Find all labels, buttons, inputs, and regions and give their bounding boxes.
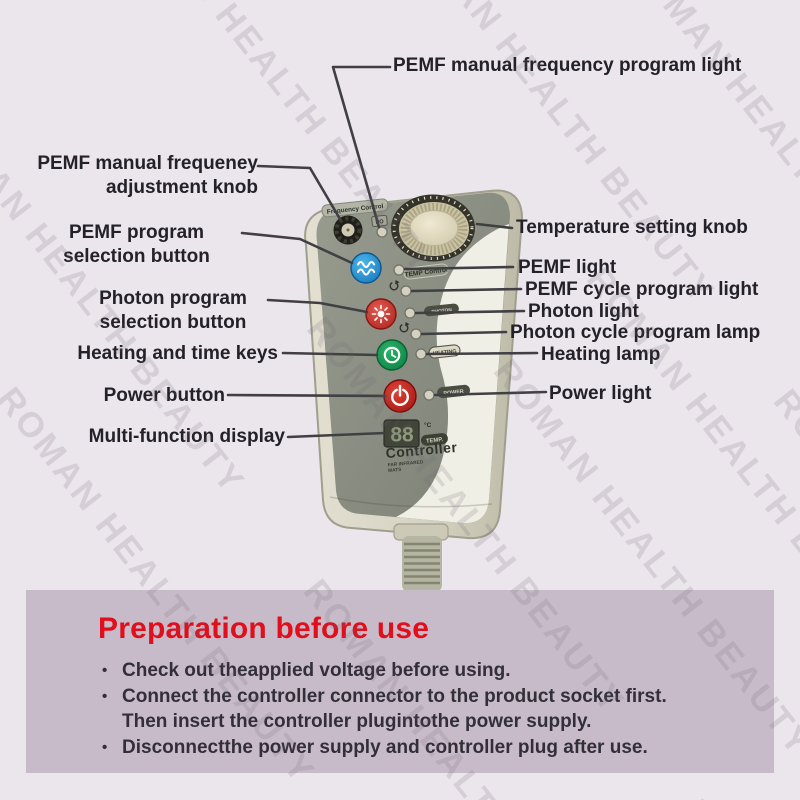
line-heating-lamp <box>425 351 539 356</box>
line-freq-knob <box>256 164 342 221</box>
svg-text:TEMP.: TEMP. <box>426 437 444 445</box>
callout-pemf-program-button: PEMF program selection button <box>63 222 210 267</box>
svg-text:°C: °C <box>424 421 432 429</box>
callout-heating-time-keys: Heating and time keys <box>77 343 278 364</box>
frequency-adjustment-knob[interactable] <box>333 215 363 245</box>
instruction-item: • Check out theapplied voltage before us… <box>98 658 774 684</box>
pemf-program-button[interactable] <box>350 252 382 284</box>
line-top-program-light <box>331 65 392 229</box>
instruction-text: Connect the controller connector to the … <box>122 685 667 707</box>
line-display <box>286 431 387 439</box>
cycle-icon <box>389 280 400 291</box>
bullet-dot: • <box>102 687 108 705</box>
power-button[interactable] <box>383 379 417 413</box>
svg-text:POWER: POWER <box>443 389 464 397</box>
cycle-icon <box>399 322 410 333</box>
callout-photon-program-button: Photon program selection button <box>99 288 247 333</box>
instruction-text: Then insert the controller plugintothe p… <box>122 711 592 732</box>
svg-text:Controller: Controller <box>385 439 458 461</box>
instruction-item: Then insert the controller plugintothe p… <box>98 709 774 735</box>
photon-program-button[interactable] <box>365 298 397 330</box>
callout-lines <box>226 65 548 439</box>
heating-lamp <box>415 348 427 360</box>
callout-photon-light: Photon light <box>528 301 639 322</box>
line-pemf-cycle-light <box>410 287 523 293</box>
instructions-title: Preparation before use <box>98 612 430 645</box>
line-temp-knob <box>475 222 514 230</box>
brand-text: Controller FAR INFRARED MATS <box>385 439 458 474</box>
bullet-dot <box>98 709 122 735</box>
callout-power-button: Power button <box>103 385 225 406</box>
bullet-dot: • <box>102 662 108 679</box>
callout-freq-adjustment-knob: PEMF manual frequeney adjustment knob <box>37 153 258 198</box>
photon-cycle-program-lamp <box>410 328 422 340</box>
temp-pill: TEMP. <box>420 433 448 446</box>
body-seam <box>329 496 493 508</box>
callout-pemf-cycle-light: PEMF cycle program light <box>525 279 759 300</box>
instruction-text: Check out theapplied voltage before usin… <box>122 660 511 681</box>
power-light <box>423 389 435 401</box>
temperature-setting-knob[interactable] <box>391 194 475 262</box>
pemf-manual-program-light <box>376 226 388 238</box>
svg-text:MATS: MATS <box>388 467 403 474</box>
line-power-button <box>226 393 387 398</box>
line-photon-button <box>266 298 369 314</box>
face-light-area <box>396 224 509 524</box>
callout-photon-cycle-lamp: Photon cycle program lamp <box>510 322 761 343</box>
callout-temperature-knob: Temperature setting knob <box>516 217 748 238</box>
bullet-dot: • <box>102 738 108 756</box>
line-pemf-light <box>403 265 515 271</box>
instructions-list: • Check out theapplied voltage before us… <box>98 658 774 760</box>
instruction-item: • Connect the controller connector to th… <box>98 684 774 710</box>
pemf-cycle-program-light <box>400 285 412 297</box>
line-heating-button <box>281 351 379 357</box>
svg-text:PO: PO <box>375 219 384 226</box>
controller-diagram: Frequency Control PO TEMP Control <box>226 65 548 592</box>
instruction-text: Disconnectthe power supply and controlle… <box>122 736 648 758</box>
controller-cable <box>393 523 449 592</box>
svg-text:88: 88 <box>390 424 414 447</box>
callout-heating-lamp: Heating lamp <box>541 344 661 365</box>
callout-pemf-light: PEMF light <box>518 257 617 278</box>
photon-light <box>404 307 416 319</box>
callout-multi-function-display: Multi-function display <box>88 426 285 447</box>
callout-top-label: PEMF manual frequency program light <box>393 55 742 76</box>
svg-text:FAR INFRARED: FAR INFRARED <box>387 459 424 468</box>
instruction-item: • Disconnectthe power supply and control… <box>98 735 774 761</box>
heating-time-button[interactable] <box>376 339 408 371</box>
pemf-light <box>393 264 405 276</box>
line-photon-light <box>414 309 526 315</box>
line-power-light <box>433 390 548 397</box>
line-pemf-button <box>240 231 354 265</box>
multi-function-display: 88 °C <box>383 419 432 448</box>
instructions-panel: Preparation before use • Check out theap… <box>26 590 774 773</box>
line-photon-cycle-lamp <box>420 330 508 336</box>
callout-power-light: Power light <box>549 383 652 404</box>
